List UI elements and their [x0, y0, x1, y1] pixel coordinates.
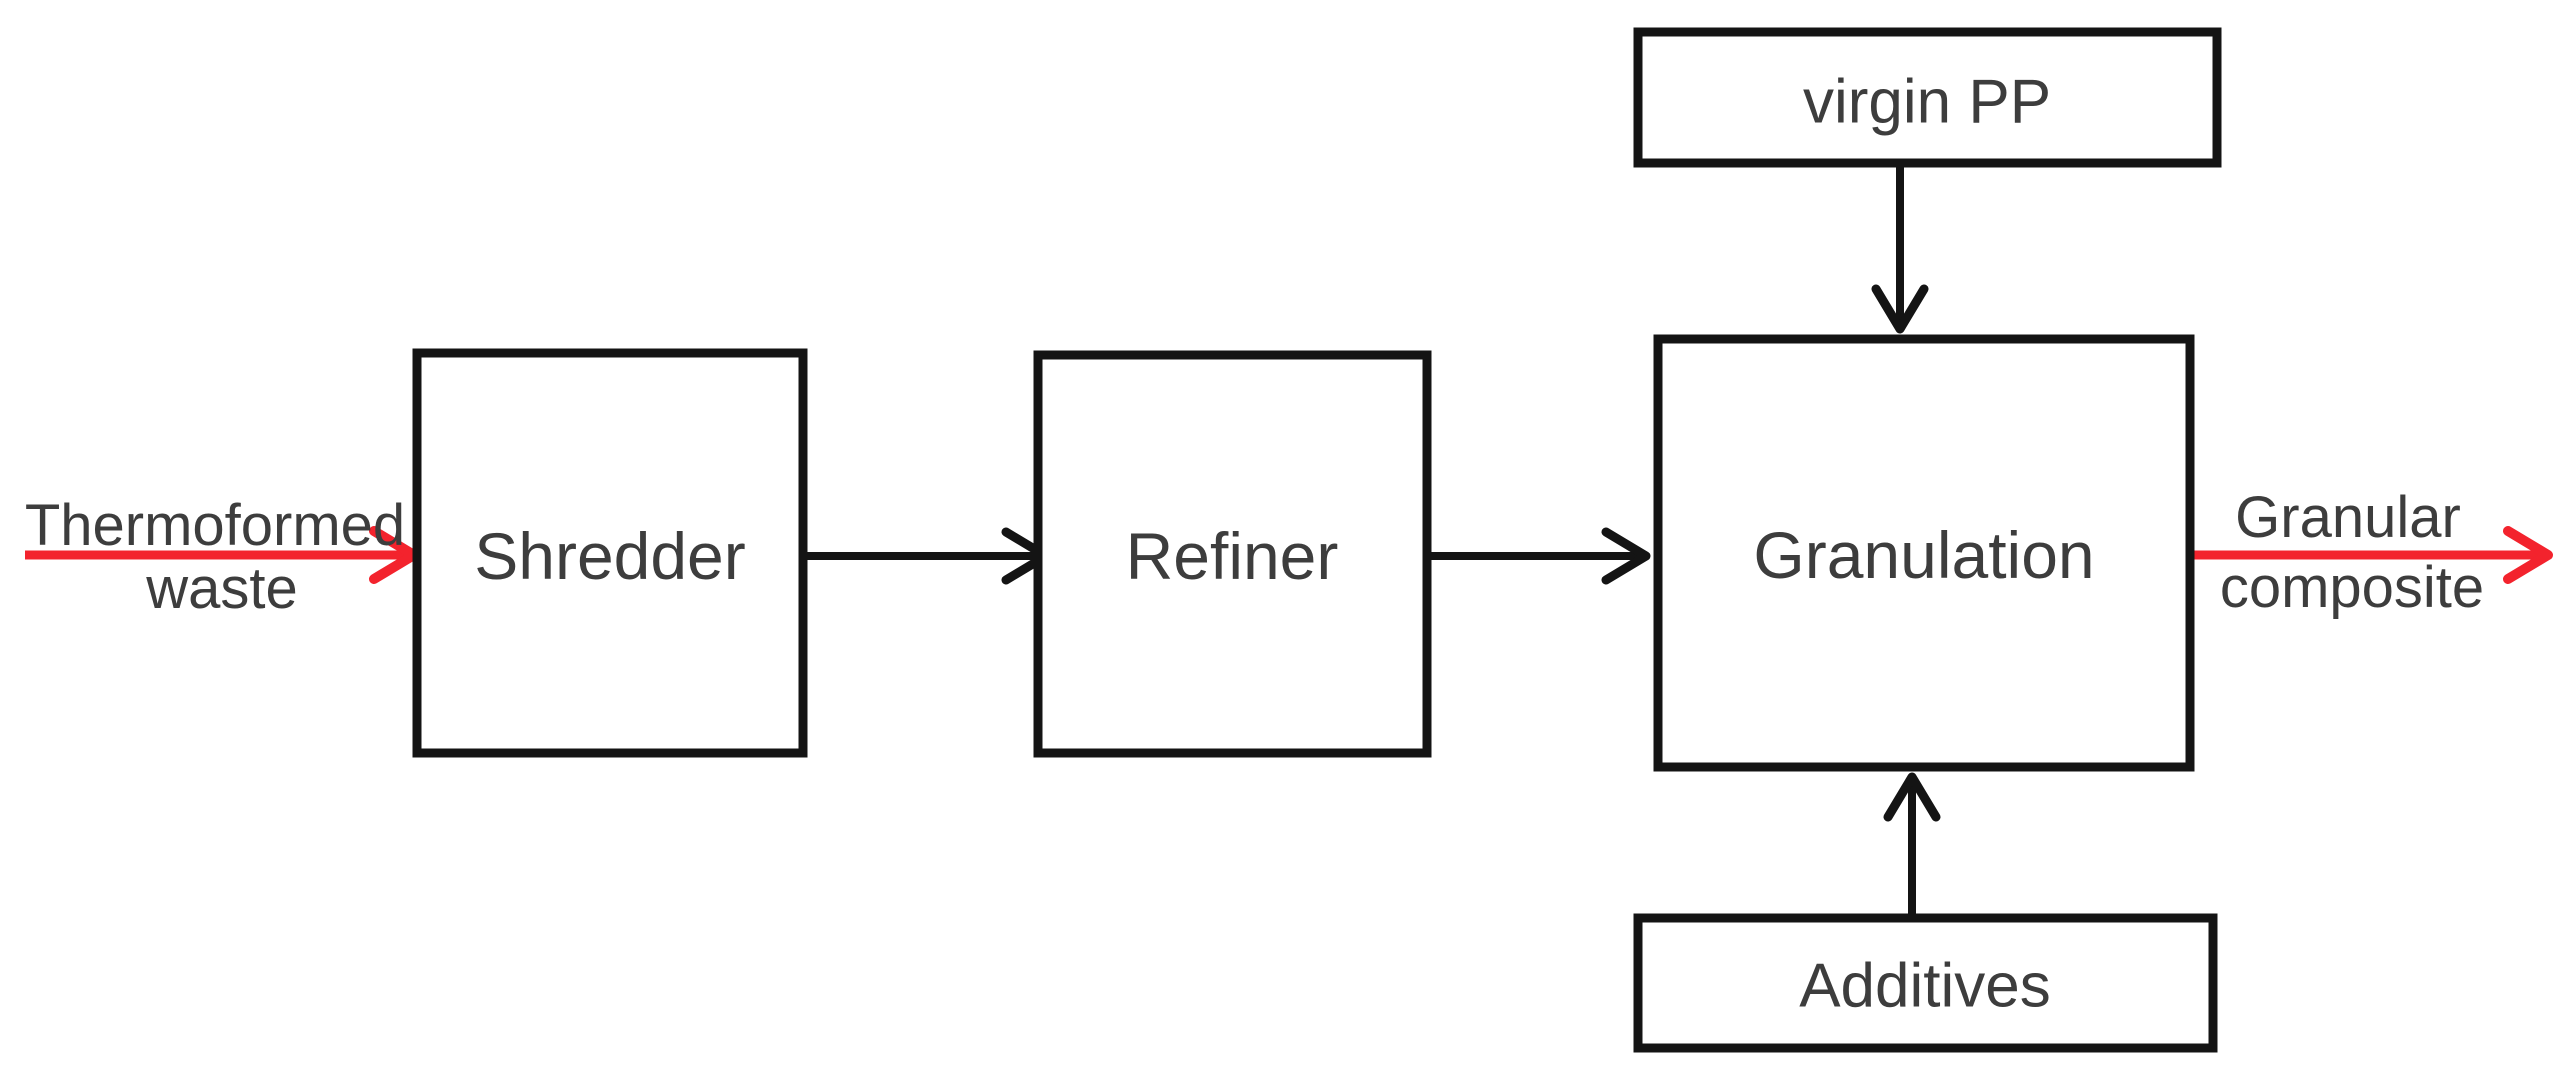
- input-flow-label: Thermoformed waste: [25, 493, 405, 621]
- output-flow-label-line2: composite: [2220, 555, 2484, 620]
- refiner-box: [1033, 350, 1432, 758]
- additives-box: [1633, 913, 2218, 1053]
- shredder-box: [412, 348, 808, 758]
- granulation-box: [1653, 334, 2195, 772]
- virgin-pp-box: [1633, 27, 2222, 168]
- granulation-label: Granulation: [1753, 518, 2094, 592]
- input-flow-label-line1: Thermoformed: [25, 493, 405, 558]
- node-refiner: Refiner: [1033, 350, 1432, 758]
- output-flow-label: Granular composite: [2220, 485, 2484, 620]
- input-flow-label-line2: waste: [145, 556, 298, 621]
- node-granulation: Granulation: [1653, 334, 2195, 772]
- shredder-label: Shredder: [474, 519, 746, 593]
- output-flow-label-line1: Granular: [2235, 485, 2461, 550]
- virgin-pp-label: virgin PP: [1803, 68, 2051, 137]
- node-shredder: Shredder: [412, 348, 808, 758]
- node-additives: Additives: [1633, 913, 2218, 1053]
- additives-label: Additives: [1799, 952, 2051, 1021]
- node-virgin-pp: virgin PP: [1633, 27, 2222, 168]
- refiner-label: Refiner: [1126, 519, 1339, 593]
